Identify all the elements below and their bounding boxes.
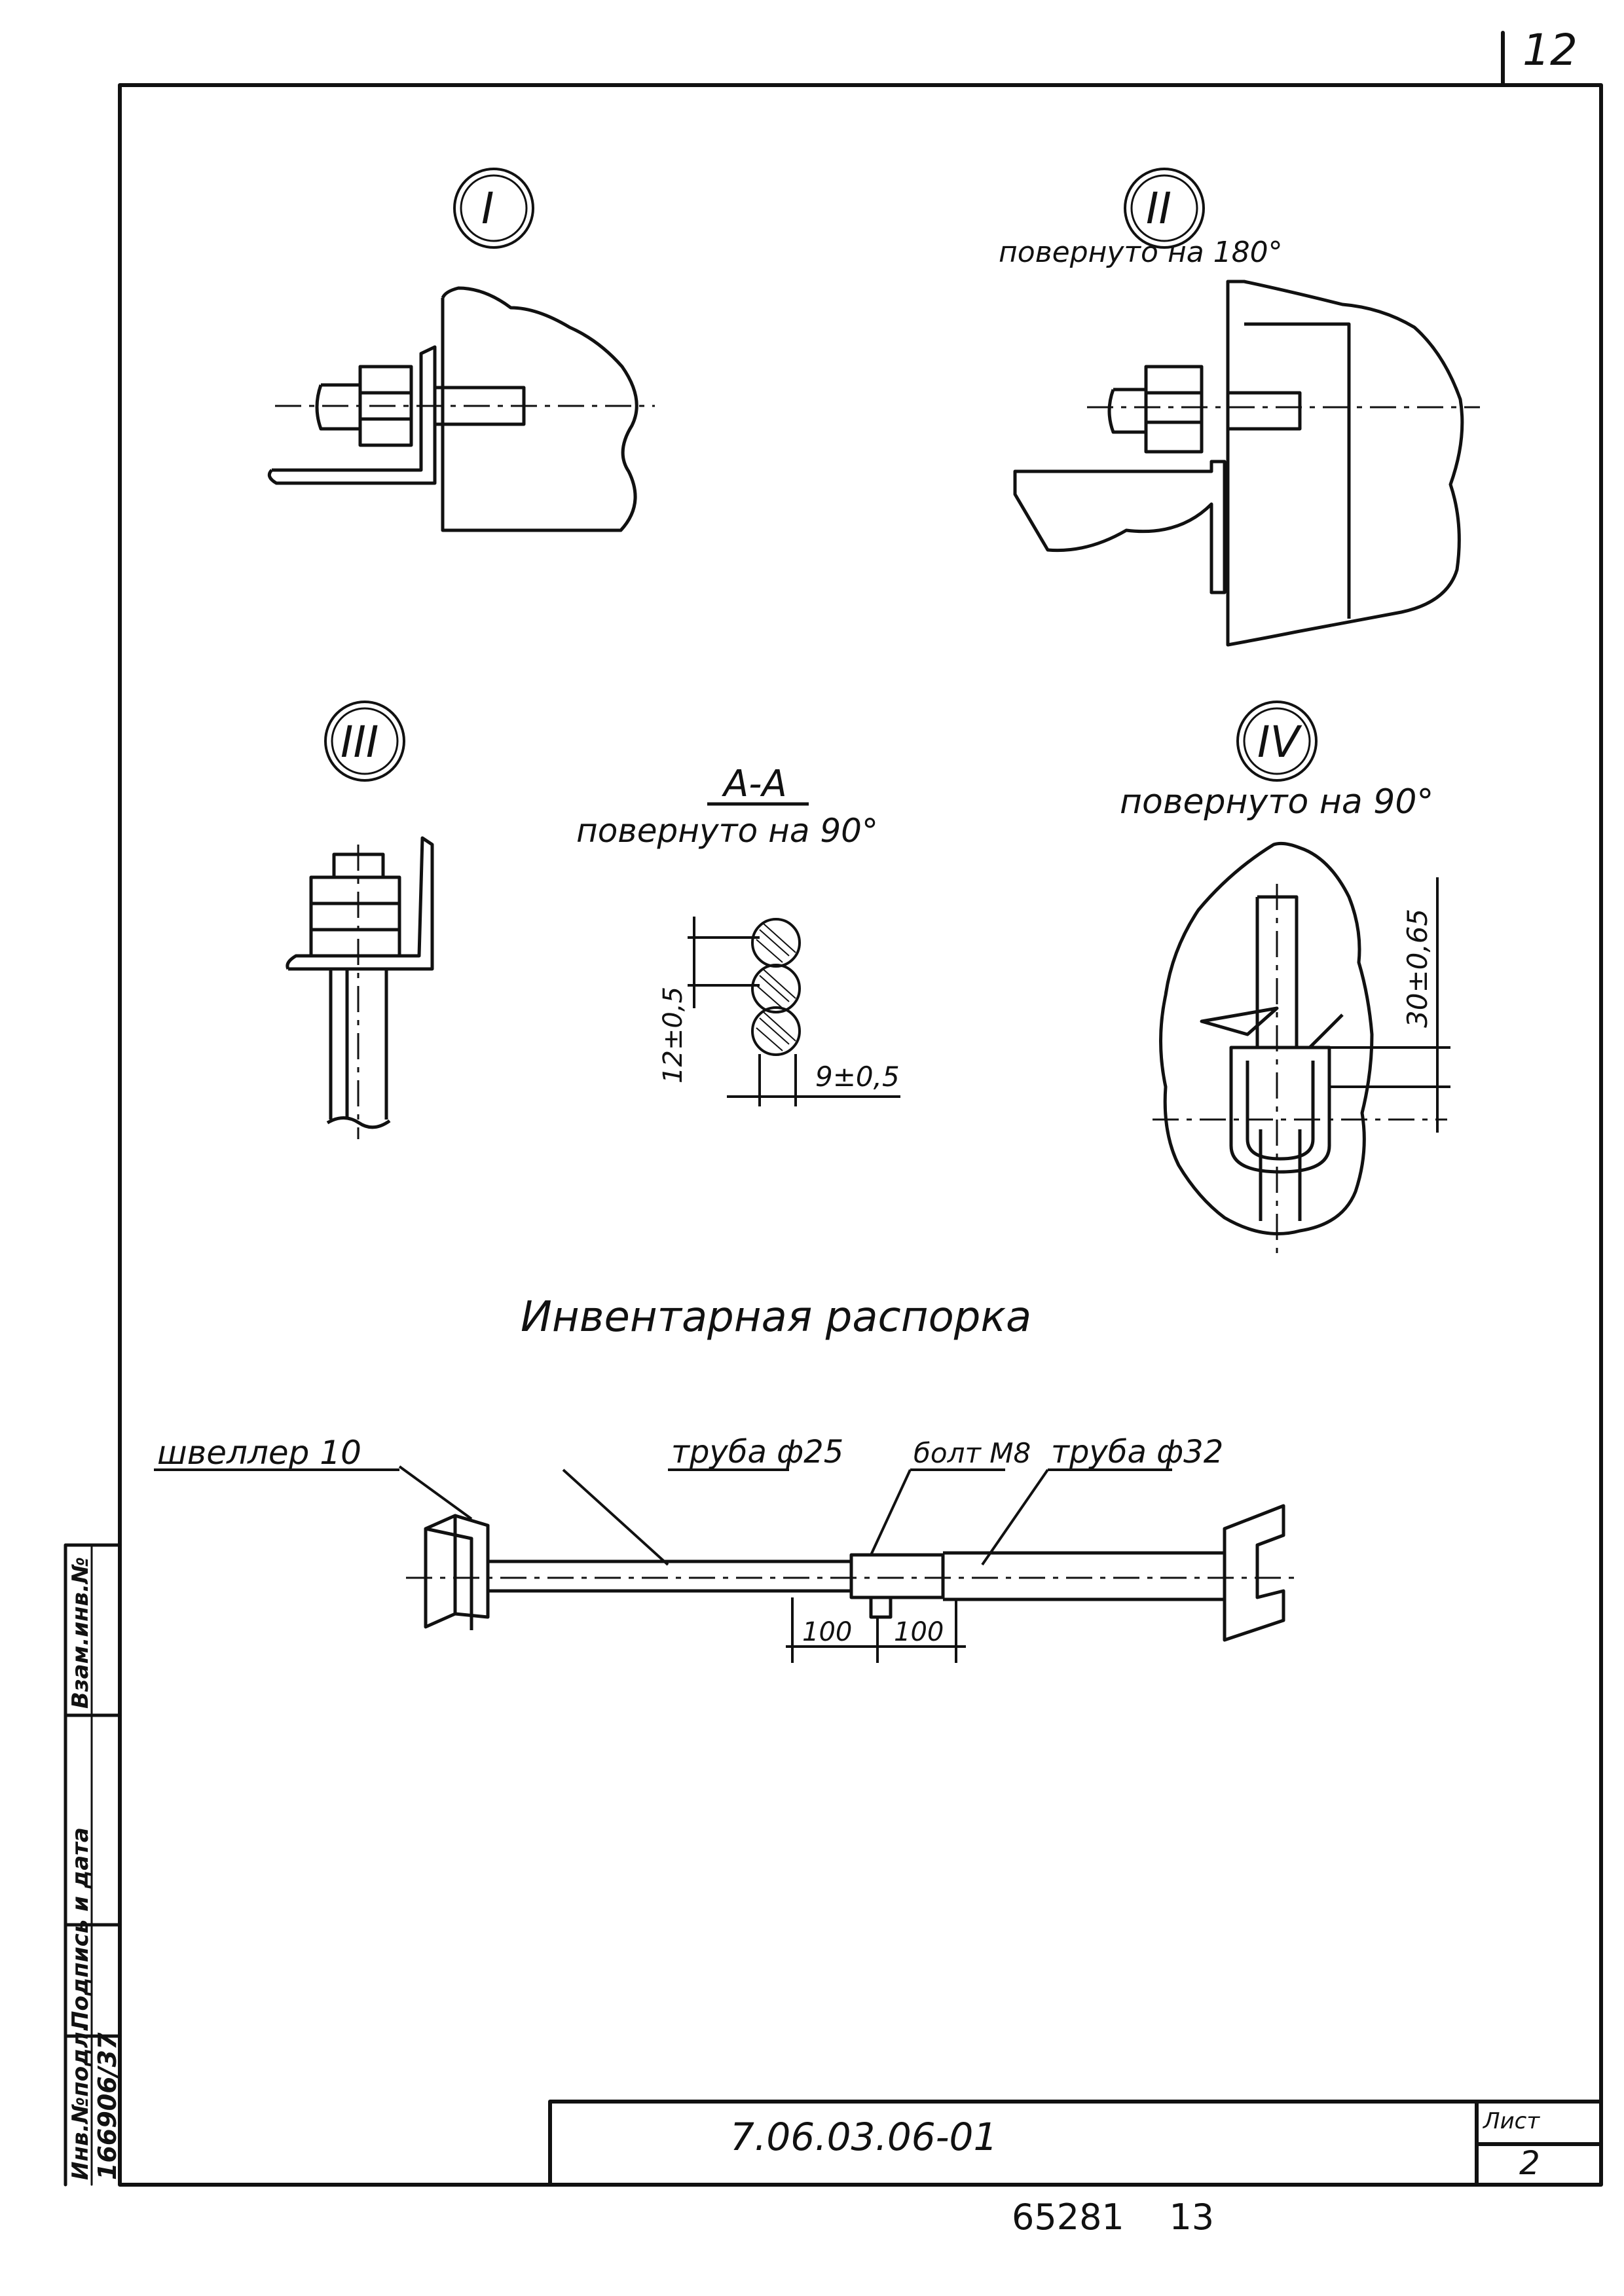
dim-AA-offset: 9±0,5 [815,1061,900,1093]
detail-mark-IV: IV [1257,717,1300,767]
dim-IV-slot: 30±0,65 [1401,908,1433,1028]
detail-IV [1153,701,1450,1257]
dim-strut-right: 100 [894,1617,944,1647]
detail-mark-I: I [481,183,494,234]
label-pipe-small: труба ф25 [671,1434,844,1470]
label-pipe-large: труба ф32 [1051,1434,1224,1470]
side-inv-label: Инв.№подл. [67,2023,94,2180]
sheet-label: Лист [1483,2108,1540,2134]
sheet-number: 2 [1519,2144,1540,2182]
section-AA [688,802,900,1106]
section-AA-title: А-А [724,763,787,805]
dim-strut-left: 100 [802,1617,853,1647]
drawing-code: 7.06.03.06-01 [730,2115,998,2159]
frame-border [118,83,1603,2187]
detail-IV-note: повернуто на 90° [1120,782,1434,822]
detail-mark-III: III [341,717,379,767]
bottom-numbers: 65281 13 [1012,2196,1215,2238]
title-block-frame [548,2100,1603,2187]
dim-AA-pitch: 12±0,5 [658,986,688,1084]
side-sign-label: Подпись и дата [67,1827,94,2030]
detail-III [286,701,434,1139]
side-inv-value: 166906/37 [93,2032,122,2180]
section-AA-note: повернуто на 90° [576,812,878,850]
detail-I [267,168,655,532]
detail-mark-II: II [1146,183,1172,234]
detail-II-note: повернуто на 180° [999,236,1283,269]
side-repl-label: Взам.инв.№ [67,1557,94,1709]
strut-title: Инвентарная распорка [521,1293,1032,1341]
corner-number: 12 [1522,25,1578,75]
label-channel: швеллер 10 [157,1434,361,1472]
strut-drawing [154,1465,1297,1663]
label-bolt: болт М8 [913,1437,1031,1469]
detail-II [1013,168,1480,647]
